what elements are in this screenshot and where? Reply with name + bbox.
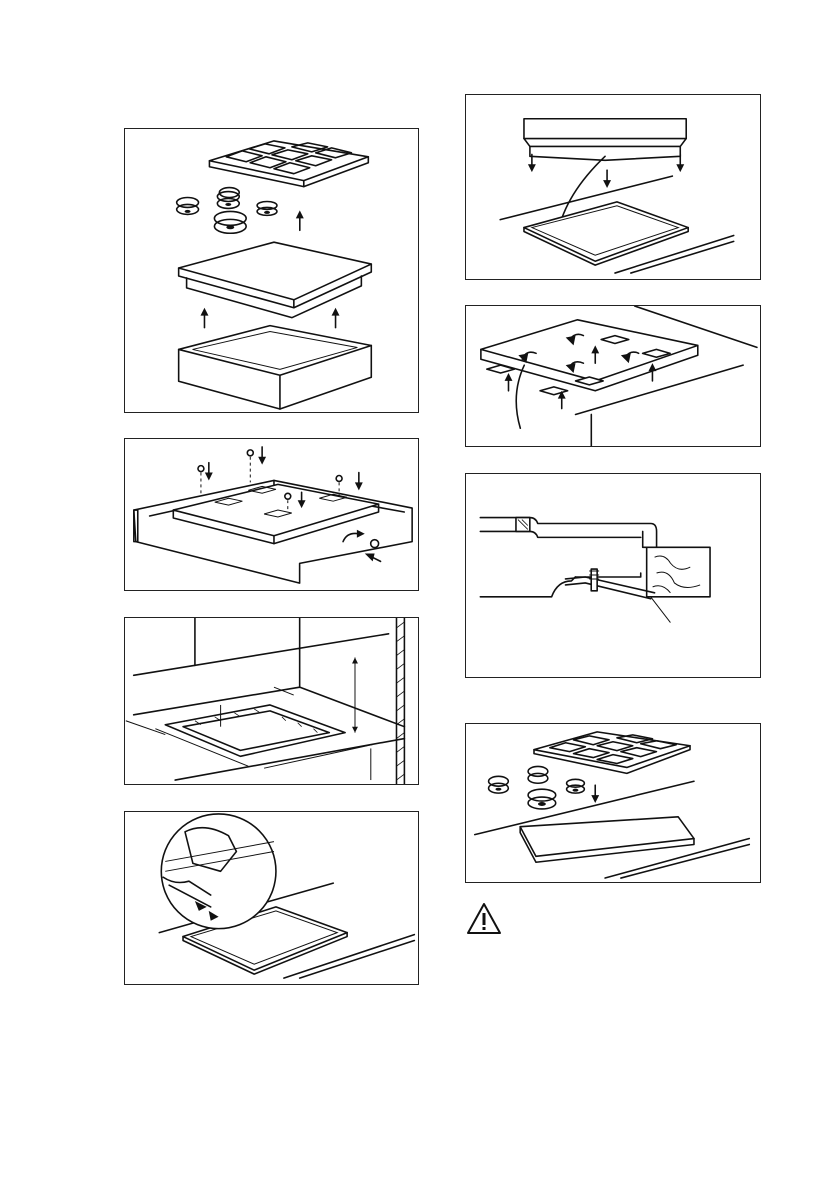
figure-remove-parts: [124, 128, 419, 413]
bracket-rotate-icon: [466, 306, 760, 446]
pan-support-grid: [534, 732, 690, 773]
burner-caps: [177, 188, 277, 234]
figure-fasten-brackets: [124, 438, 419, 591]
exploded-hob-icon: [125, 129, 418, 412]
magnifier-circle: [161, 814, 276, 929]
seal-frame: [524, 202, 688, 265]
hob-plate: [475, 781, 750, 878]
packing-box: [179, 326, 372, 409]
wall-and-worktop: [134, 618, 405, 784]
figure-refit-parts: [465, 723, 761, 883]
worktop-cutout-icon: [125, 618, 418, 784]
screw-bracket-icon: [125, 439, 418, 590]
cross-section-icon: [466, 474, 760, 677]
warning-triangle-icon: [466, 902, 502, 936]
seal-strip-icon: [125, 812, 418, 984]
figure-tighten-brackets: [465, 305, 761, 447]
figure-section-detail: [465, 473, 761, 678]
figure-cutout-dimensions: [124, 617, 419, 785]
hob-insert-icon: [466, 95, 760, 279]
hob-plate: [179, 242, 372, 317]
dimension-lines: [126, 658, 373, 781]
cutout: [165, 705, 345, 756]
figure-lower-hob: [465, 94, 761, 280]
hob-edge: [480, 518, 656, 548]
burner-caps: [489, 766, 585, 808]
arrows-down: [528, 154, 684, 188]
pan-support-grid: [209, 141, 368, 187]
pan-supports-icon: [466, 724, 760, 882]
hob-plate: [524, 119, 686, 161]
figure-apply-seal: [124, 811, 419, 985]
